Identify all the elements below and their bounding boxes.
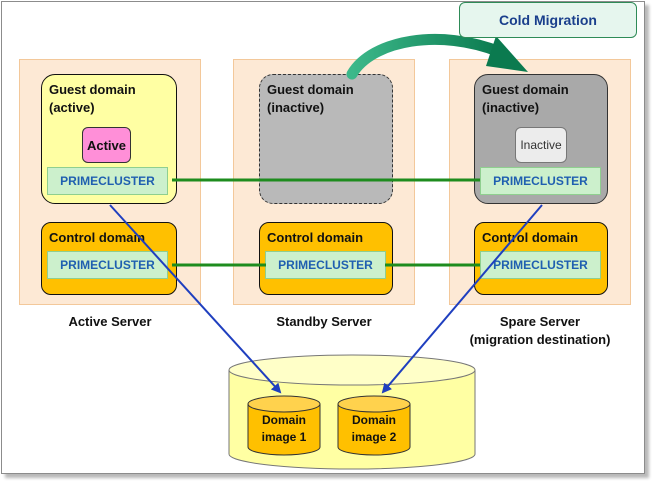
standby-control-primecluster: PRIMECLUSTER [265,251,386,279]
inactive-status-badge: Inactive [515,127,567,163]
active-status-badge: Active [82,127,131,163]
standby-guest-domain: Guest domain (inactive) [259,74,393,204]
active-control-title: Control domain [49,230,146,245]
active-guest-primecluster: PRIMECLUSTER [47,167,168,195]
domain-image-1-label: Domain image 1 [261,413,307,444]
cold-migration-callout: Cold Migration [459,2,637,38]
standby-control-title: Control domain [267,230,364,245]
domain-image-1-cylinder [247,395,321,456]
domain-image-2-cylinder [337,395,411,456]
spare-guest-domain: Guest domain (inactive) Inactive PRIMECL… [474,74,608,204]
active-control-domain: Control domain PRIMECLUSTER [41,222,177,295]
active-guest-title: Guest domain (active) [49,82,136,115]
spare-control-primecluster: PRIMECLUSTER [480,251,601,279]
standby-guest-title: Guest domain (inactive) [267,82,354,115]
spare-control-domain: Control domain PRIMECLUSTER [474,222,608,295]
active-control-primecluster: PRIMECLUSTER [47,251,168,279]
standby-server-label: Standby Server [276,314,372,329]
active-server-label: Active Server [68,314,152,329]
spare-server-label: Spare Server (migration destination) [469,314,611,347]
standby-control-domain: Control domain PRIMECLUSTER [259,222,393,295]
active-guest-domain: Guest domain (active) Active PRIMECLUSTE… [41,74,177,204]
spare-guest-title: Guest domain (inactive) [482,82,569,115]
domain-image-2-label: Domain image 2 [351,413,397,444]
spare-guest-primecluster: PRIMECLUSTER [480,167,601,195]
spare-control-title: Control domain [482,230,579,245]
